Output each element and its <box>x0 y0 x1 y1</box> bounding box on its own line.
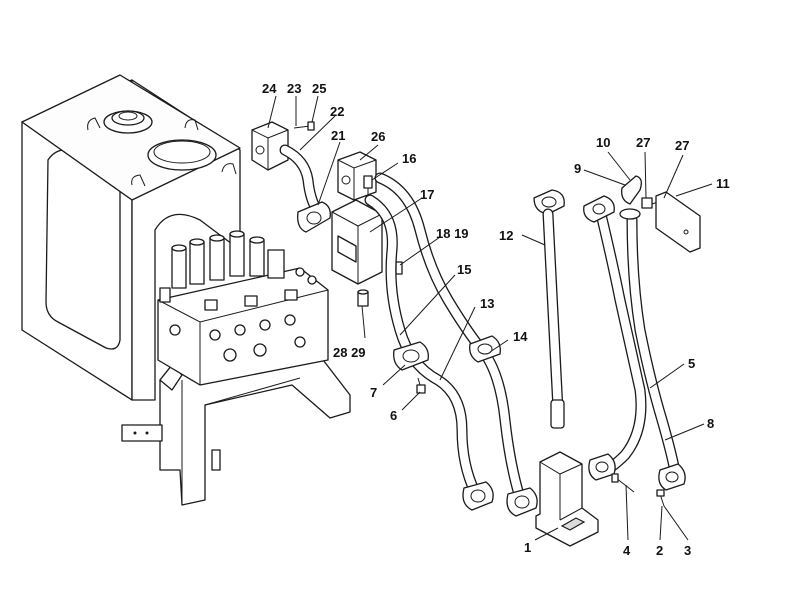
callout-24: 25 <box>312 81 326 96</box>
callout-27-text: 27 <box>675 138 689 153</box>
callout-2: 2 <box>656 543 663 558</box>
callout-6: 6 <box>390 408 397 423</box>
part-14-flange <box>469 335 501 363</box>
callout-23: 24 <box>262 81 277 96</box>
callout-14: 14 <box>513 329 528 344</box>
callout-10: 10 <box>596 135 610 150</box>
callout-28-29: 28 29 <box>333 345 366 360</box>
callout-3: 3 <box>684 543 691 558</box>
callout-25: 26 <box>371 129 385 144</box>
hose-end-flanges <box>462 481 538 517</box>
callout-8: 8 <box>707 416 714 431</box>
part-28-29-fittings <box>357 289 369 307</box>
callout-1: 1 <box>524 540 531 555</box>
part-1-bracket <box>535 451 599 547</box>
control-valve-block <box>157 230 329 386</box>
part-23-block <box>251 121 289 171</box>
callout-5: 5 <box>688 356 695 371</box>
callout-9: 9 <box>574 161 581 176</box>
lower-flanges <box>588 453 686 491</box>
part-7-flange <box>393 341 429 371</box>
part-22-bolt <box>293 121 315 131</box>
part-5-hose <box>594 204 647 476</box>
callout-11: 11 <box>716 176 730 191</box>
callout-12: 12 <box>499 228 513 243</box>
hydraulic-tank <box>21 74 241 401</box>
leader-lines <box>267 95 713 541</box>
callout-22: 23 <box>287 81 301 96</box>
callout-17: 17 <box>420 187 434 202</box>
callout-16: 16 <box>402 151 416 166</box>
part-4-bolt <box>611 473 635 493</box>
part-6-bolt <box>416 377 426 394</box>
part-20-flange <box>297 201 331 233</box>
callout-13: 13 <box>480 296 494 311</box>
part-8-hose <box>626 214 681 478</box>
callout-15: 15 <box>457 262 471 277</box>
callout-7: 7 <box>370 385 377 400</box>
part-2-3-bolt <box>656 489 665 507</box>
callout-labels: 24 23 25 22 21 26 16 17 18 19 15 13 14 2… <box>262 81 730 558</box>
part-9-flange <box>583 195 615 223</box>
callout-26: 27 <box>636 135 650 150</box>
callout-21: 22 <box>330 104 344 119</box>
part-17-valve <box>331 199 383 285</box>
part-21-hose <box>279 144 324 218</box>
part-10-fitting <box>619 175 642 220</box>
part-11-bracket <box>655 191 701 253</box>
callout-4: 4 <box>623 543 631 558</box>
callout-18-19: 18 19 <box>436 226 469 241</box>
callout-20: 21 <box>331 128 345 143</box>
part-12-tube <box>533 189 565 429</box>
